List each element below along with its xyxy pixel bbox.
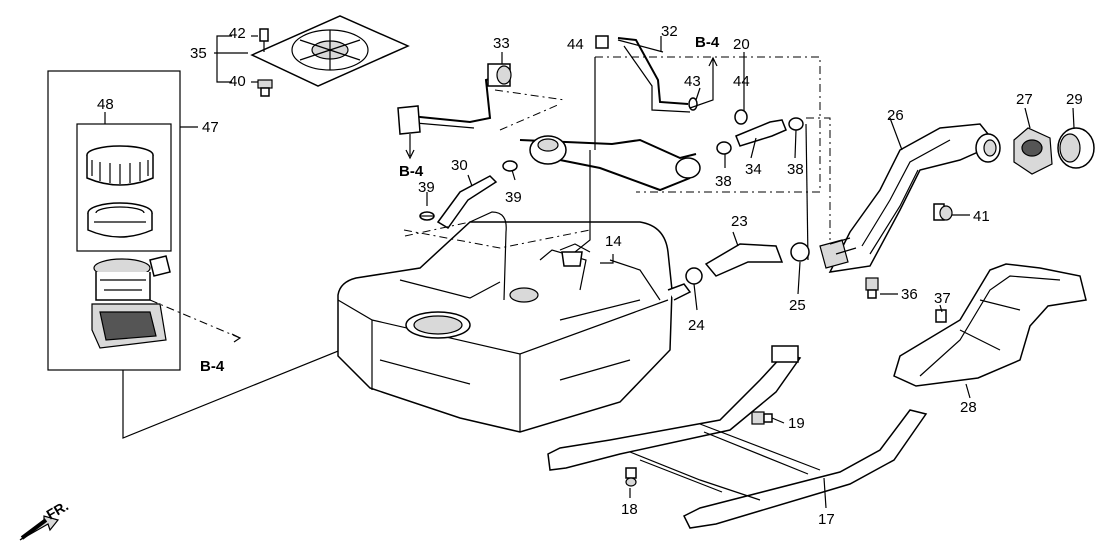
tank-valve-fitting — [561, 251, 583, 267]
filler-pipe — [819, 123, 1001, 273]
callout-18: 18 — [621, 501, 638, 518]
b4-ref-mid: B-4 — [399, 163, 424, 180]
fuel-cap-group — [1013, 127, 1095, 175]
callout-28: 28 — [960, 399, 977, 416]
clamp-38-a — [716, 141, 732, 155]
fuel-pump-lock-ring — [86, 145, 154, 186]
fuel-tank — [337, 211, 692, 433]
callout-40: 40 — [229, 73, 246, 90]
callout-35: 35 — [190, 45, 207, 62]
callout-33: 33 — [493, 35, 510, 52]
vent-valve — [675, 157, 701, 179]
callout-38-a: 38 — [715, 173, 732, 190]
clip-44-b — [734, 109, 748, 125]
callout-23: 23 — [731, 213, 748, 230]
hose-34-group — [716, 109, 831, 261]
callout-42: 42 — [229, 25, 246, 42]
callout-14: 14 — [605, 233, 622, 250]
callout-17: 17 — [818, 511, 835, 528]
callout-26: 26 — [887, 107, 904, 124]
assembly-box-47 — [47, 70, 181, 371]
callout-20: 20 — [733, 36, 750, 53]
grommet-40 — [257, 79, 273, 97]
callout-48: 48 — [97, 96, 114, 113]
callout-24: 24 — [688, 317, 705, 334]
callout-39-a: 39 — [418, 179, 435, 196]
callout-44-b: 44 — [733, 73, 750, 90]
callout-29: 29 — [1066, 91, 1083, 108]
assembly-box-48 — [76, 123, 172, 252]
callout-32: 32 — [661, 23, 678, 40]
callout-27: 27 — [1016, 91, 1033, 108]
callout-41: 41 — [973, 208, 990, 225]
hose-30 — [436, 175, 498, 229]
strap-front — [682, 409, 928, 529]
screw-42 — [259, 28, 269, 52]
front-direction-indicator: FR. — [19, 497, 71, 541]
callout-36: 36 — [901, 286, 918, 303]
b4-ref-top: B-4 — [695, 34, 720, 51]
bolt-19 — [751, 411, 773, 425]
callout-34: 34 — [745, 161, 762, 178]
fuel-pump-module — [91, 255, 171, 349]
clamp-39-b — [502, 160, 518, 172]
callout-43: 43 — [684, 73, 701, 90]
filler-neck-port — [667, 283, 692, 301]
filler-hose-group — [685, 242, 810, 285]
strap-rear — [547, 353, 802, 471]
clip-43 — [688, 97, 698, 111]
clamp-38-b — [788, 117, 804, 131]
callout-labels: 42 35 40 48 47 33 30 39 39 14 44 32 20 4… — [97, 23, 1083, 528]
pump-gasket — [87, 202, 153, 238]
clamp-39-a — [419, 211, 435, 221]
bolt-36 — [865, 277, 879, 299]
callout-25: 25 — [789, 297, 806, 314]
vent-hose-group: B-4 — [397, 63, 701, 267]
fuel-pipe-group: B-4 — [594, 34, 821, 193]
fuel-pump-assembly-group: B-4 — [47, 70, 411, 439]
callout-19: 19 — [788, 415, 805, 432]
b4-ref-left: B-4 — [200, 358, 225, 375]
hose-23 — [704, 243, 784, 277]
callout-39-b: 39 — [505, 189, 522, 206]
tank-straps — [547, 345, 928, 529]
bolt-41 — [933, 203, 953, 221]
splash-guard — [893, 263, 1087, 387]
callout-38-b: 38 — [787, 161, 804, 178]
clamp-25 — [790, 242, 810, 262]
callout-47: 47 — [202, 119, 219, 136]
bolt-18 — [625, 467, 637, 487]
access-cover-group — [214, 15, 410, 97]
callout-37: 37 — [934, 290, 951, 307]
callout-44-a: 44 — [567, 36, 584, 53]
hose-34 — [735, 119, 787, 147]
clip-44-a — [595, 35, 609, 49]
callout-30: 30 — [451, 157, 468, 174]
bolt-37 — [935, 309, 947, 323]
clamp-24 — [685, 267, 703, 285]
leader-lines — [426, 36, 1075, 509]
